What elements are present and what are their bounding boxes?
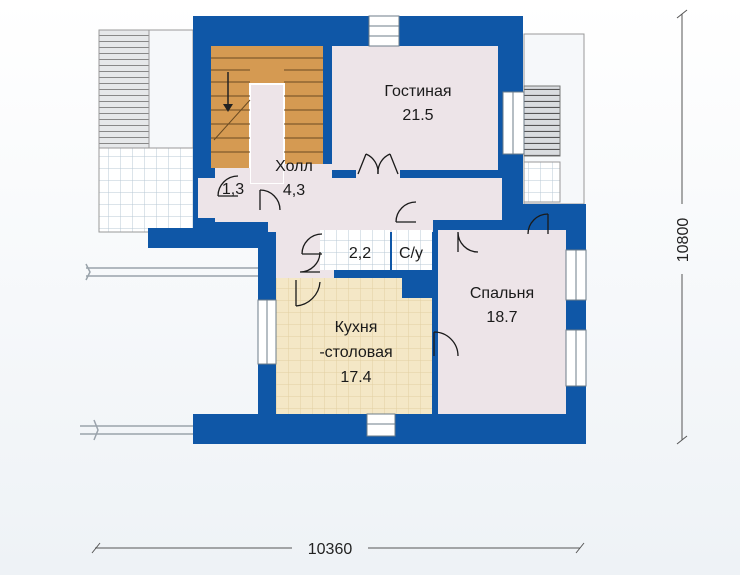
kitchen-name-line2: -столовая xyxy=(319,344,392,361)
door-corridor[interactable] xyxy=(301,233,323,255)
kitchen-area: 17.4 xyxy=(340,369,371,386)
window-kitchen-bottom xyxy=(366,413,396,437)
stair-core xyxy=(249,83,285,185)
door-hall-stair[interactable] xyxy=(259,189,281,211)
room-living xyxy=(332,46,498,170)
left-terrace xyxy=(98,29,195,233)
room-wc xyxy=(392,230,432,270)
dim-height-label: 10800 xyxy=(675,218,692,263)
dimension-lines xyxy=(91,9,688,554)
right-stair xyxy=(523,85,561,157)
left-terrace-tiles xyxy=(98,147,195,233)
door-closet[interactable] xyxy=(217,175,239,197)
right-terrace xyxy=(523,33,585,205)
dim-width-label: 10360 xyxy=(308,541,353,558)
room-labels: Гостиная 21.5 Холл 4,3 1,3 2,2 С/у Спаль… xyxy=(222,83,534,386)
door-wc[interactable] xyxy=(395,201,417,223)
closet-area: 1,3 xyxy=(222,181,244,198)
left-stair xyxy=(98,29,150,149)
door-bedroom[interactable] xyxy=(457,231,479,253)
terrace-rails xyxy=(80,263,258,441)
kitchen-name-line1: Кухня xyxy=(335,319,378,336)
wall-left-bottom xyxy=(148,228,268,248)
room-kitchen xyxy=(276,278,432,414)
door-kitchen[interactable] xyxy=(295,280,321,307)
door-bedroom-terrace[interactable] xyxy=(527,213,549,235)
wall-right-step xyxy=(500,204,586,234)
main-staircase xyxy=(211,46,323,185)
bedroom-area: 18.7 xyxy=(486,309,517,326)
door-kitchen-bedroom[interactable] xyxy=(433,331,459,357)
room-bedroom xyxy=(438,230,566,414)
doors xyxy=(217,153,549,357)
windows xyxy=(257,15,587,437)
bedroom-name: Спальня xyxy=(470,285,534,302)
window-top xyxy=(368,15,400,47)
left-landing xyxy=(148,29,194,149)
door-living-double[interactable] xyxy=(356,153,400,178)
door-small-room[interactable] xyxy=(299,251,321,273)
room-small-tiled xyxy=(320,230,390,270)
stair-arrow-icon xyxy=(223,104,233,112)
living-name: Гостиная xyxy=(384,83,451,100)
right-terrace-tiles xyxy=(523,161,561,203)
living-area: 21.5 xyxy=(402,107,433,124)
small-room-area: 2,2 xyxy=(349,245,371,262)
wc-name: С/у xyxy=(399,245,423,262)
room-hall xyxy=(215,164,502,232)
hall-name: Холл xyxy=(275,158,313,175)
hall-area: 4,3 xyxy=(283,182,305,199)
